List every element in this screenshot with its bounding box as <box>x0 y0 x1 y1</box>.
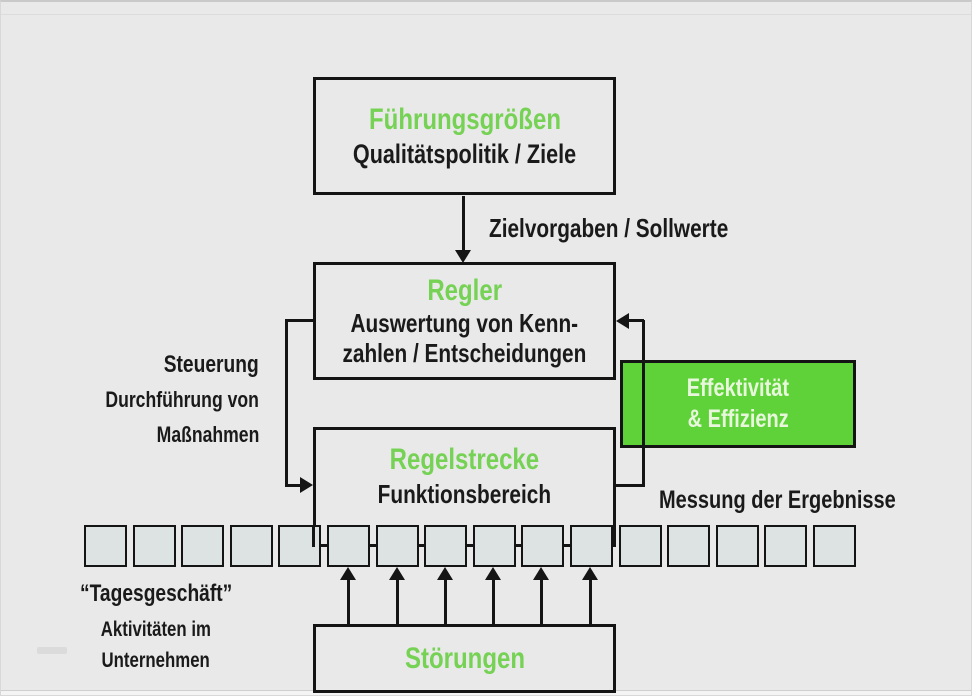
arrowhead-up-icon <box>389 567 405 580</box>
arrow-line-sollwerte <box>462 196 465 252</box>
process-square <box>813 525 856 567</box>
process-square <box>229 525 273 567</box>
arrowhead-left-icon <box>616 313 629 329</box>
left-path-top-segment <box>287 319 313 322</box>
label-tagesgeschaeft: “Tagesgeschäft” <box>79 580 233 607</box>
stoerungen-arrow-line <box>491 579 495 624</box>
label-steuerung: Steuerung <box>164 351 259 378</box>
effektivitaet-line2: & Effizienz <box>687 405 789 433</box>
process-square <box>715 525 759 567</box>
effektivitaet-line1: Effektivität <box>686 374 790 402</box>
regler-line1: Auswertung von Kenn- <box>350 308 579 338</box>
process-square <box>375 525 419 567</box>
regelstrecke-right-edge-overlay <box>613 525 616 547</box>
regler-line2: zahlen / Entscheidungen <box>342 338 587 368</box>
left-path-bottom-segment <box>285 484 303 487</box>
label-tagesgeschaeft-block: “Tagesgeschäft” Aktivitäten im Unternehm… <box>54 574 258 676</box>
process-square <box>132 525 176 567</box>
arrowhead-right-icon <box>300 477 313 493</box>
arrowhead-up-icon <box>437 567 453 580</box>
watermark <box>37 647 67 654</box>
arrowhead-up-icon <box>582 567 598 580</box>
fuehrungsgroessen-subtitle: Qualitätspolitik / Ziele <box>352 139 577 169</box>
label-steuerung-block: Steuerung Durchführung von Maßnahmen <box>59 348 260 452</box>
process-square <box>618 525 662 567</box>
process-square <box>570 525 613 567</box>
process-square <box>424 525 468 567</box>
box-effektivitaet-effizienz: Effektivität & Effizienz <box>620 360 856 448</box>
box-fuehrungsgroessen: Führungsgrößen Qualitätspolitik / Ziele <box>313 77 616 195</box>
stoerungen-arrow-line <box>395 579 399 624</box>
regler-title: Regler <box>427 274 502 307</box>
regelstrecke-subtitle: Funktionsbereich <box>377 479 552 509</box>
process-square <box>667 525 711 567</box>
stoerungen-arrow-line <box>346 579 350 624</box>
fuehrungsgroessen-title: Führungsgrößen <box>368 103 561 136</box>
box-regler: Regler Auswertung von Kenn- zahlen / Ent… <box>313 262 616 380</box>
right-path-vertical-segment <box>642 320 645 487</box>
right-path-top-segment <box>628 319 644 322</box>
label-aktivitaeten: Aktivitäten im <box>100 618 212 641</box>
arrowhead-up-icon <box>340 567 356 580</box>
stoerungen-title: Störungen <box>404 641 525 675</box>
process-square <box>521 525 565 567</box>
stoerungen-arrow-line <box>443 579 447 624</box>
process-square <box>764 525 808 567</box>
label-messung: Messung der Ergebnisse <box>659 486 896 514</box>
top-divider-line <box>1 14 971 15</box>
arrowhead-up-icon <box>533 567 549 580</box>
stoerungen-arrow-line <box>588 579 592 624</box>
label-unternehmen: Unternehmen <box>101 649 211 672</box>
regelstrecke-title: Regelstrecke <box>389 443 540 476</box>
label-durchfuehrung: Durchführung von <box>105 387 260 412</box>
left-path-vertical-segment <box>285 319 288 487</box>
label-massnahmen: Maßnahmen <box>156 422 259 447</box>
process-square <box>327 525 370 567</box>
regelstrecke-left-edge-overlay <box>312 525 315 547</box>
label-zielvorgaben: Zielvorgaben / Sollwerte <box>489 213 729 243</box>
arrowhead-down-icon <box>455 250 471 263</box>
arrowhead-up-icon <box>485 567 501 580</box>
right-path-bottom-segment <box>616 484 644 487</box>
process-square <box>181 525 225 567</box>
stoerungen-arrow-line <box>539 579 543 624</box>
process-square <box>472 525 516 567</box>
process-square <box>84 525 127 567</box>
box-stoerungen: Störungen <box>313 624 616 693</box>
